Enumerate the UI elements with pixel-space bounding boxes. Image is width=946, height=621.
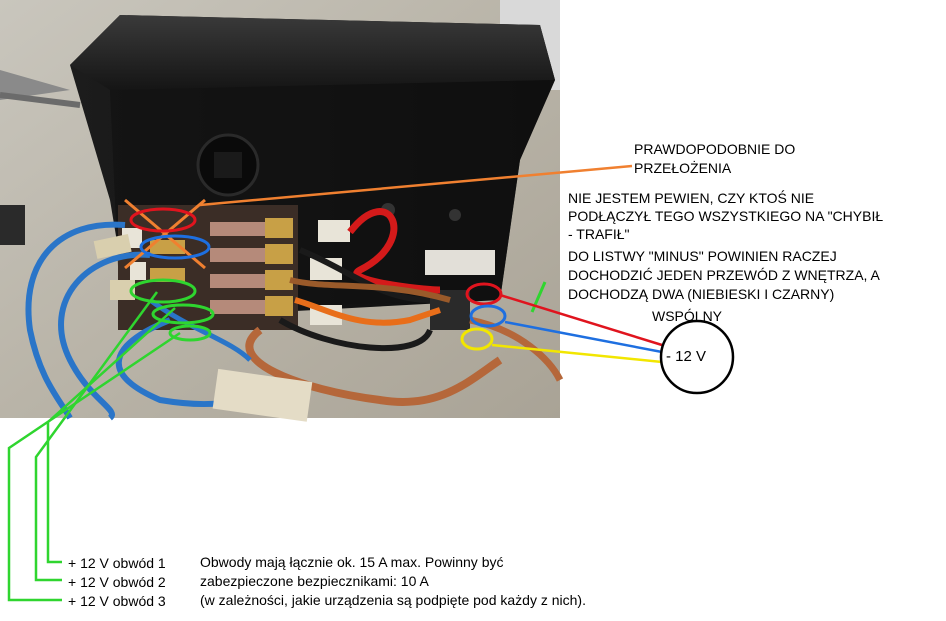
circuit-2-label: + 12 V obwód 2 — [68, 574, 166, 590]
cross-mark-2 — [124, 198, 206, 270]
bottom-note-line2: zabezpieczone bezpiecznikami: 10 A — [200, 573, 429, 589]
top-note-line2: PRZEŁOŻENIA — [634, 160, 732, 176]
green-leader-1 — [46, 307, 176, 564]
paragraph-line-3: - TRAFIŁ" — [568, 226, 630, 242]
bottom-note-line3: (w zależności, jakie urządzenia są podpi… — [200, 592, 586, 608]
paragraph-line-6: DOCHODZĄ DWA (NIEBIESKI I CZARNY) — [568, 286, 835, 302]
green-leader-2 — [34, 291, 159, 582]
blue-ellipse-right — [469, 304, 507, 328]
blue-wire-line — [504, 320, 663, 354]
minus-12v-circle — [659, 319, 735, 395]
paragraph-line-4: DO LISTWY "MINUS" POWINIEN RACZEJ — [568, 248, 837, 264]
green-leader-3 — [7, 331, 181, 602]
top-note-line1: PRAWDOPODOBNIE DO — [634, 141, 796, 157]
circuit-1-label: + 12 V obwód 1 — [68, 555, 166, 571]
bottom-note-line1: Obwody mają łącznie ok. 15 A max. Powinn… — [200, 554, 504, 570]
orange-pointer-line — [199, 164, 633, 207]
minus-12v-label: - 12 V — [666, 348, 707, 365]
yellow-ellipse-right — [460, 327, 494, 351]
red-ellipse-right — [465, 282, 503, 306]
circuit-3-label: + 12 V obwód 3 — [68, 593, 166, 609]
paragraph-line-5: DOCHODZIĆ JEDEN PRZEWÓD Z WNĘTRZA, A — [568, 267, 880, 283]
green-ellipse-3 — [168, 324, 212, 342]
red-ellipse-left — [129, 207, 197, 233]
yellow-wire-line — [491, 343, 663, 364]
paragraph-line-2: PODŁĄCZYŁ TEGO WSZYSTKIEGO NA "CHYBIŁ — [568, 208, 884, 224]
common-label: WSPÓLNY — [652, 308, 723, 324]
green-ellipse-2 — [151, 303, 215, 325]
paragraph-line-1: NIE JESTEM PEWIEN, CZY KTOŚ NIE — [568, 190, 815, 206]
green-ellipse-1 — [129, 278, 197, 304]
red-wire-line — [499, 293, 663, 347]
blue-ellipse-left — [139, 234, 211, 260]
